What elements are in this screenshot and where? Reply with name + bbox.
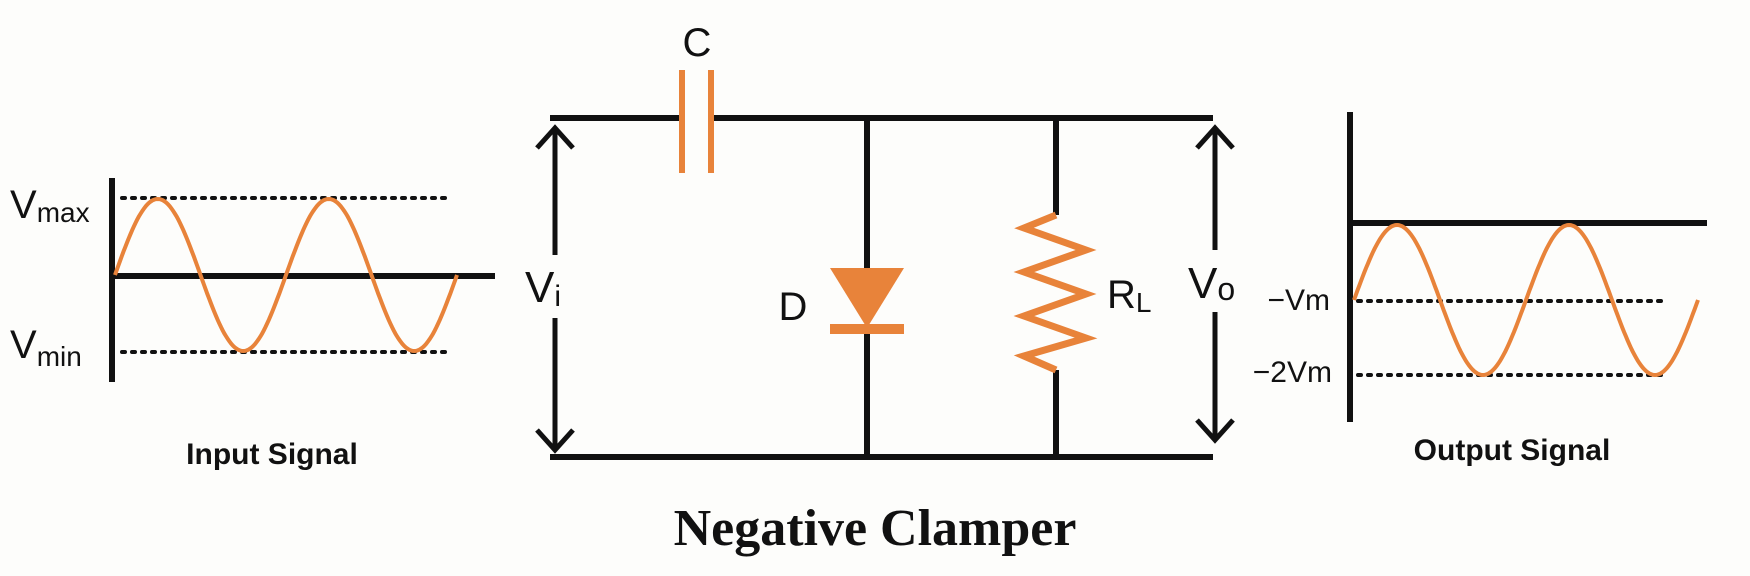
capacitor-label: C (683, 21, 712, 65)
output-vm-label: −Vm (1267, 284, 1330, 317)
input-signal-caption: Input Signal (186, 438, 358, 471)
diode-branch: D (779, 118, 904, 457)
input-vmax-label: Vmax (10, 183, 90, 228)
input-vmin-label: Vmin (10, 323, 82, 372)
resistor-branch: RL (1013, 118, 1151, 457)
vin-arrowhead-down (535, 428, 575, 454)
diode-triangle (830, 268, 904, 328)
output-signal-caption: Output Signal (1414, 434, 1611, 467)
resistor-label: RL (1107, 273, 1151, 318)
resistor-zigzag (1013, 211, 1098, 374)
output-sine-wave (1352, 222, 1700, 378)
output-signal-plot: −Vm −2Vm Output Signal (1253, 112, 1707, 467)
diagram-title: Negative Clamper (674, 500, 1077, 557)
vin-label: Vi (525, 263, 561, 313)
input-signal-plot: Vmax Vmin Input Signal (10, 178, 495, 471)
vout-label: Vo (1188, 259, 1235, 308)
vout-arrowhead-up (1195, 124, 1235, 150)
capacitor: C (679, 21, 714, 173)
clamper-circuit: C D RL Vi (525, 21, 1235, 460)
input-sine-wave (113, 196, 459, 354)
vin-arrowhead-up (535, 124, 575, 150)
diode-label: D (779, 285, 808, 329)
vout-arrow: Vo (1188, 124, 1235, 444)
vout-arrowhead-down (1195, 418, 1235, 444)
output-2vm-label: −2Vm (1253, 356, 1332, 389)
diode-bar (830, 324, 904, 334)
vin-arrow: Vi (525, 124, 575, 454)
